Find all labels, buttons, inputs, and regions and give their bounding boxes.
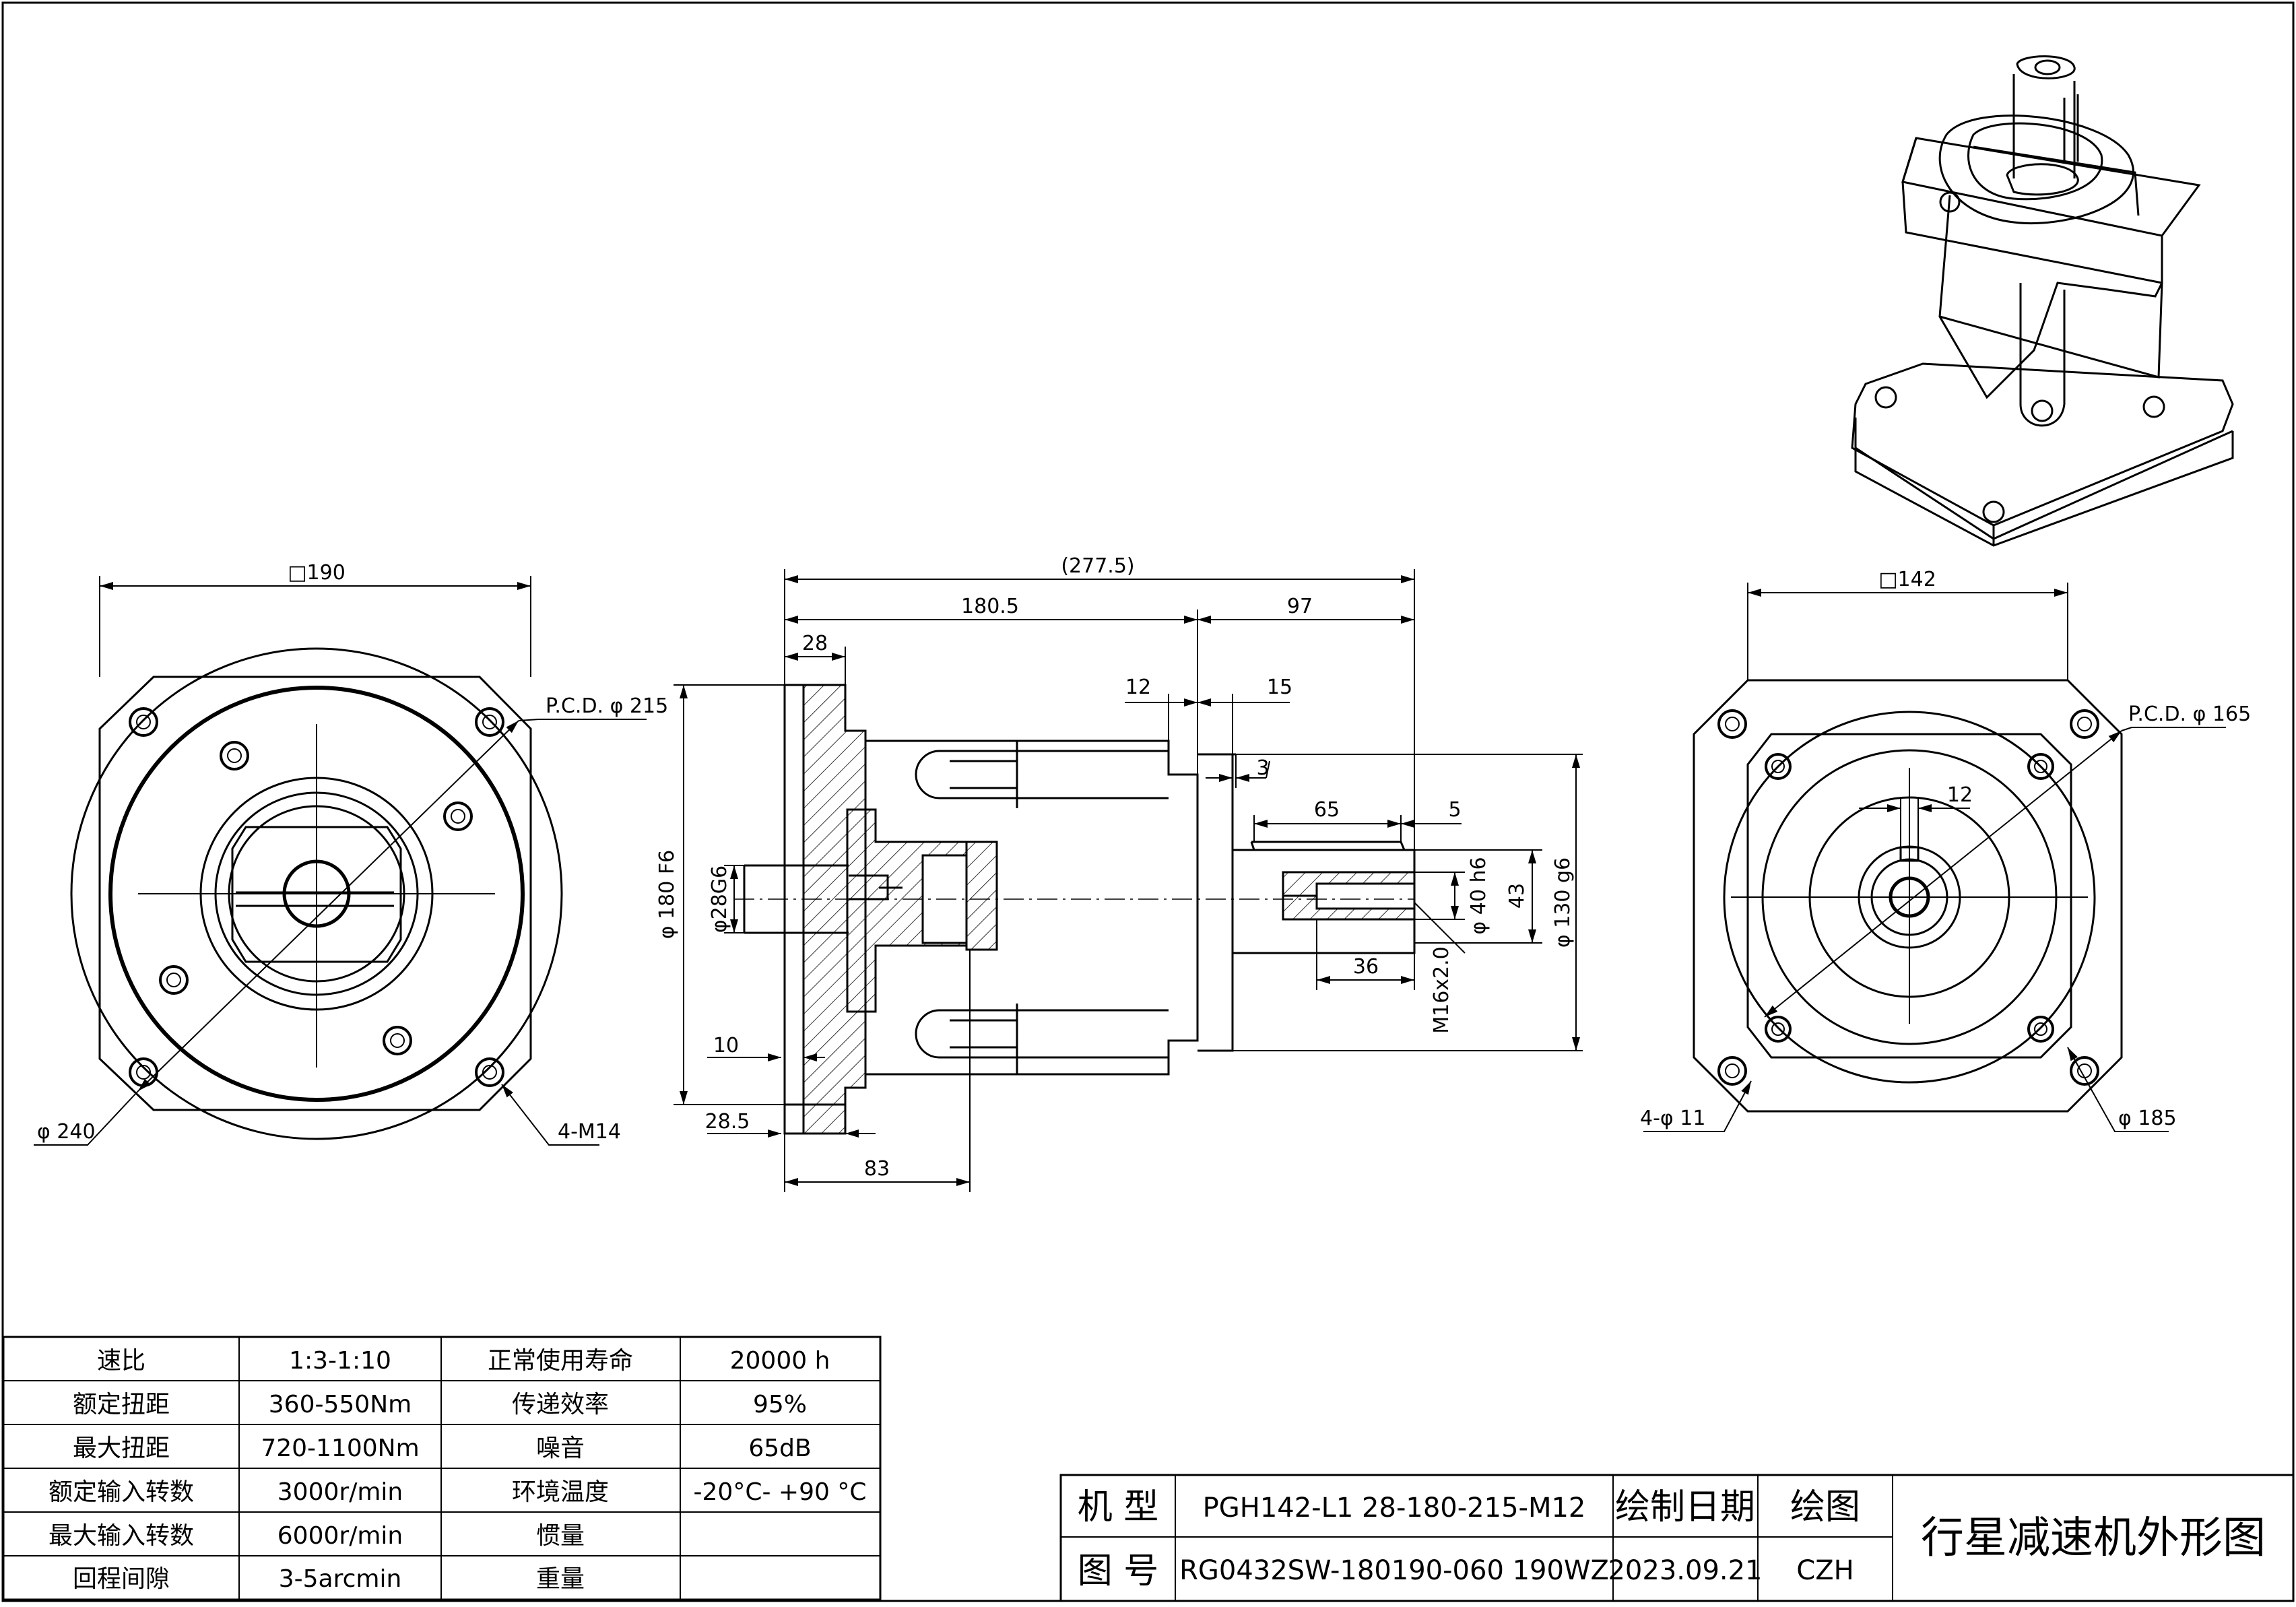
front-view	[34, 576, 647, 1146]
input-bore-dim: φ28G6	[708, 865, 731, 933]
spec-label: 噪音	[536, 1435, 585, 1462]
front-outer-dia-dim: φ 240	[37, 1120, 96, 1144]
drawing-no-label: 图 号	[1078, 1551, 1159, 1592]
body-length-dim: 180.5	[961, 595, 1019, 618]
drawer-value: CZH	[1796, 1555, 1854, 1586]
spec-table	[2, 1336, 882, 1601]
spigot-dim: 28.5	[705, 1110, 750, 1134]
rear-pcd-dim: P.C.D. φ 165	[2128, 702, 2251, 726]
spec-label: 正常使用寿命	[488, 1347, 633, 1375]
spec-value: 1:3-1:10	[289, 1347, 391, 1375]
spec-value: -20°C- +90 °C	[694, 1478, 867, 1506]
spec-table-text: 速比 1:3-1:10 正常使用寿命 20000 h 额定扭距 360-550N…	[48, 1347, 866, 1593]
flange-thickness-dim: 28	[802, 632, 828, 655]
flange-step-dim: 10	[713, 1034, 739, 1057]
dim-15: 15	[1267, 676, 1292, 699]
rear-flange-outline	[1693, 679, 2123, 1113]
drawing-no-value: RG0432SW-180190-060 190WZ	[1179, 1555, 1609, 1586]
date-label: 绘制日期	[1615, 1487, 1755, 1528]
spec-value: 20000 h	[730, 1347, 830, 1375]
side-view	[734, 684, 1416, 1135]
spec-label: 重量	[536, 1565, 585, 1593]
spec-label: 最大输入转数	[48, 1522, 194, 1550]
shaft-length-dim: 97	[1287, 595, 1313, 618]
spec-label: 回程间隙	[73, 1565, 170, 1593]
shaft-dia-dim: φ 40 h6	[1467, 857, 1490, 934]
front-outer-circle	[70, 647, 563, 1140]
pilot-dia-dim: φ 130 g6	[1551, 857, 1575, 948]
rear-view-dims	[1643, 583, 2226, 1132]
key-length-dim: 65	[1314, 798, 1340, 822]
drawing-title: 行星减速机外形图	[1921, 1513, 2266, 1563]
date-value: 2023.09.21	[1608, 1555, 1762, 1586]
hub-length-dim: 83	[864, 1157, 890, 1181]
rear-key-dim: 12	[1947, 783, 1973, 807]
rear-outer-dia-dim: φ 185	[2118, 1107, 2177, 1130]
thread-dim: M16x2.0	[1430, 946, 1453, 1034]
spec-label: 额定扭距	[73, 1391, 170, 1418]
spec-value: 65dB	[748, 1435, 811, 1462]
key-height-dim: 43	[1505, 883, 1529, 909]
rear-square-dim: □142	[1878, 568, 1936, 591]
spec-label: 惯量	[536, 1522, 585, 1550]
rear-holes-dim: 4-φ 11	[1640, 1107, 1705, 1130]
key-offset-dim: 5	[1448, 798, 1461, 822]
title-block-text: 机 型 PGH142-L1 28-180-215-M12 绘制日期 绘图 图 号…	[1078, 1487, 2266, 1592]
front-square-dim: □190	[288, 561, 346, 585]
front-flange-outline	[98, 676, 532, 1111]
spec-value: 3000r/min	[277, 1478, 403, 1506]
spec-value: 95%	[753, 1391, 807, 1418]
spec-label: 额定输入转数	[48, 1478, 194, 1506]
spec-value: 3-5arcmin	[279, 1565, 402, 1593]
overall-length-dim: (277.5)	[1061, 554, 1134, 578]
dim-3: 3	[1256, 756, 1269, 780]
front-body-circle	[108, 686, 525, 1102]
flange-dia-dim: φ 180 F6	[655, 850, 679, 939]
spec-label: 最大扭距	[73, 1435, 170, 1462]
rear-view	[1693, 679, 2123, 1113]
rear-view-labels: □142 P.C.D. φ 165 12 4-φ 11 φ 185	[1640, 568, 2251, 1130]
front-pcd-dim: P.C.D. φ 215	[546, 694, 668, 718]
spec-label: 环境温度	[512, 1478, 609, 1506]
drawer-label: 绘图	[1790, 1487, 1860, 1528]
spec-value: 6000r/min	[277, 1522, 403, 1550]
model-value: PGH142-L1 28-180-215-M12	[1203, 1493, 1586, 1523]
spec-label: 速比	[97, 1347, 145, 1375]
side-view-labels: (277.5) 180.5 97 28 12 15 3 65 5 36 φ 18…	[655, 554, 1575, 1181]
dim-12: 12	[1125, 676, 1151, 699]
spec-value: 360-550Nm	[269, 1391, 412, 1418]
front-view-labels: □190 P.C.D. φ 215 φ 240 4-M14	[37, 561, 668, 1144]
spec-value: 720-1100Nm	[261, 1435, 419, 1462]
isometric-view	[1851, 55, 2234, 547]
model-label: 机 型	[1078, 1487, 1159, 1528]
front-thread-dim: 4-M14	[558, 1120, 621, 1144]
bore-depth-dim: 36	[1353, 955, 1379, 979]
side-view-dims	[674, 569, 1583, 1192]
title-block	[1059, 1474, 2295, 1602]
spec-label: 传递效率	[512, 1391, 609, 1418]
